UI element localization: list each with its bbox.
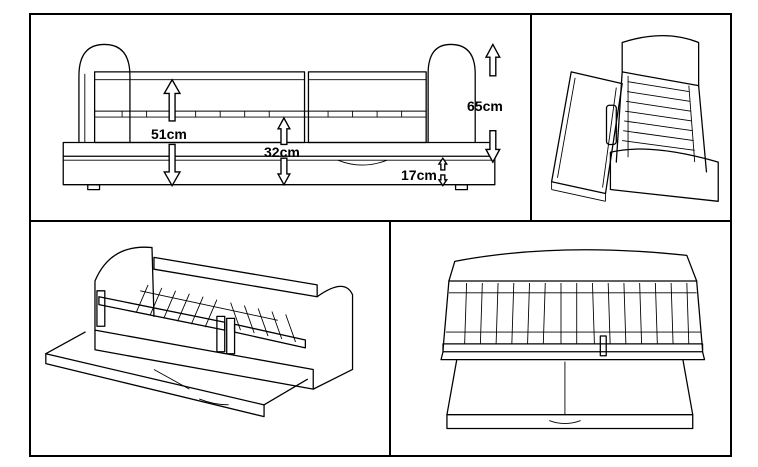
top-slats xyxy=(464,282,690,344)
front-elevation-drawing xyxy=(62,42,501,191)
side-slats xyxy=(622,81,695,151)
dimension-label-32: 32cm xyxy=(264,144,300,160)
arrow-17-up xyxy=(437,156,449,171)
front-elevation-panel: 65cm 51cm 32cm 17cm xyxy=(29,13,532,222)
arrow-17-down xyxy=(437,174,449,187)
dimension-label-51: 51cm xyxy=(151,126,187,142)
arrow-65-down xyxy=(484,130,501,164)
slats-group xyxy=(135,284,296,343)
arrow-32-down xyxy=(276,157,291,187)
top-perspective-drawing xyxy=(440,249,706,430)
arrow-51-up xyxy=(163,78,182,122)
slat-ticks xyxy=(121,111,403,118)
side-perspective-drawing xyxy=(550,35,719,202)
arrow-51-down xyxy=(163,143,182,188)
dimension-label-17: 17cm xyxy=(401,167,437,183)
side-perspective-panel xyxy=(530,13,732,222)
dimension-label-65: 65cm xyxy=(467,98,503,114)
arrow-32-up xyxy=(276,116,291,146)
arrow-65-up xyxy=(484,42,501,77)
front-perspective-panel xyxy=(29,220,391,457)
front-perspective-drawing xyxy=(45,246,354,418)
top-perspective-panel xyxy=(389,220,732,457)
